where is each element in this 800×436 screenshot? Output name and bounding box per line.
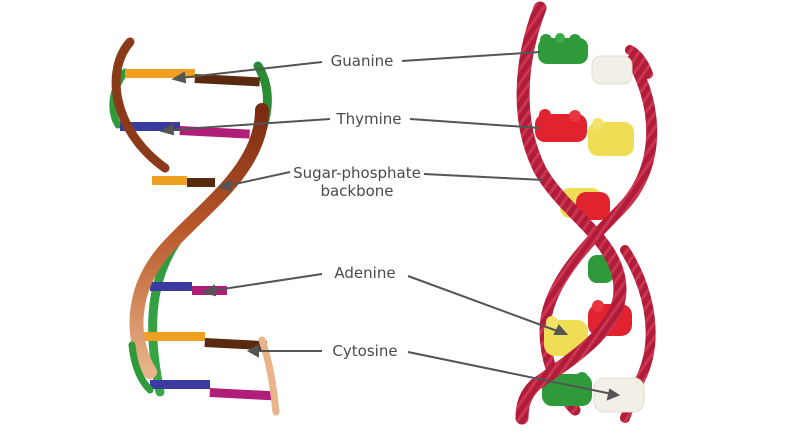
arrowhead xyxy=(159,123,175,136)
sugar-phosphate-strand-brown-upper xyxy=(111,37,170,173)
arrowhead xyxy=(217,179,233,192)
leader-line-adenine-left xyxy=(209,273,323,292)
arrowhead xyxy=(201,284,217,297)
gummy-bear-yellow xyxy=(588,118,634,156)
label-thymine: Thymine xyxy=(336,110,402,128)
gummy-bear-red xyxy=(535,109,587,142)
base-pair-rung xyxy=(125,69,260,87)
licorice-strand-front xyxy=(515,1,627,425)
label-backbone-line2: backbone xyxy=(320,182,394,200)
sugar-phosphate-strand-brown-lower xyxy=(129,103,269,379)
base-pair-rung xyxy=(152,176,215,187)
leader-line-guanine-right xyxy=(401,51,541,62)
leader-line-thymine-left xyxy=(167,118,331,131)
leader-line-cytosine-right xyxy=(407,351,613,395)
leader-line-thymine-right xyxy=(409,118,541,129)
arrowhead xyxy=(246,344,259,358)
label-sugar-phosphate-backbone: Sugar-phosphate backbone xyxy=(293,164,421,200)
label-backbone-line1: Sugar-phosphate xyxy=(293,164,421,182)
label-cytosine: Cytosine xyxy=(332,342,398,360)
licorice-strand-back-top xyxy=(625,45,653,79)
arrowhead xyxy=(606,388,621,401)
leader-line-backbone-right xyxy=(423,173,545,181)
sugar-phosphate-strand-green-tail xyxy=(128,341,154,394)
gummy-bear-green xyxy=(538,33,588,64)
base-pair-rung xyxy=(150,380,275,401)
sugar-phosphate-strand-green-upper xyxy=(109,68,129,129)
base-pair-rung xyxy=(133,332,267,351)
label-adenine: Adenine xyxy=(334,264,396,282)
label-guanine: Guanine xyxy=(330,52,394,70)
gummy-bear-white xyxy=(591,55,633,85)
candy-dna-model xyxy=(515,1,658,425)
leader-line-adenine-right xyxy=(407,275,561,333)
leader-line-backbone-left xyxy=(225,171,291,187)
leader-line-guanine-left xyxy=(179,61,323,79)
illustrated-dna-helix xyxy=(109,37,280,416)
leader-lines xyxy=(159,51,621,401)
arrowhead xyxy=(553,324,569,335)
arrowhead xyxy=(171,71,187,84)
sugar-phosphate-strand-brown-tail xyxy=(258,336,280,416)
base-pair-rung xyxy=(120,122,250,139)
